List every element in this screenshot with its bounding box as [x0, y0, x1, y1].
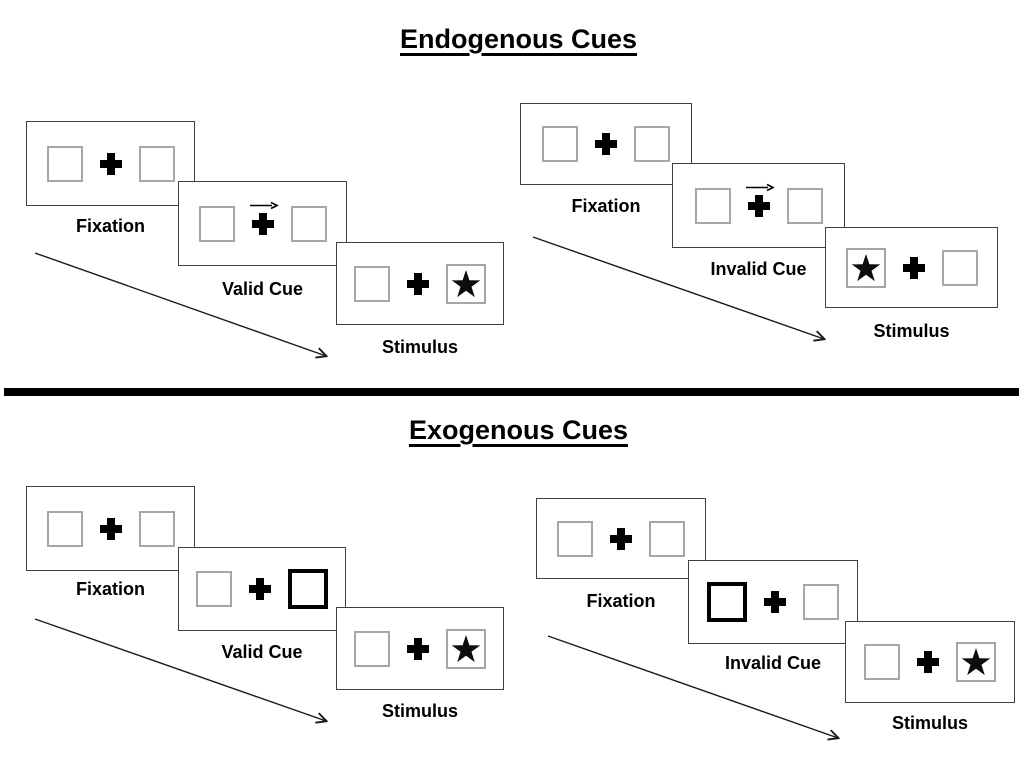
sequence-arrow-exogenous-valid — [34, 618, 326, 721]
stimulus-card — [845, 621, 1015, 703]
fixation-cross-icon — [747, 194, 770, 217]
cue-card — [672, 163, 845, 248]
stimulus-card — [336, 242, 504, 325]
fixation-label: Fixation — [75, 579, 145, 599]
right-placeholder-box — [138, 510, 175, 547]
left-placeholder-box — [542, 126, 578, 162]
fixation-card — [26, 121, 195, 206]
sequence-arrow-endogenous-invalid — [532, 236, 824, 339]
section-title-exogenous-text: Exogenous Cues — [408, 415, 629, 445]
star-icon — [451, 634, 481, 662]
cue-highlight-box — [288, 569, 328, 609]
fixation-cross-icon — [251, 212, 274, 235]
left-placeholder-box — [196, 571, 232, 607]
star-icon — [851, 253, 880, 281]
fixation-cross-icon — [917, 651, 939, 673]
star-icon — [961, 648, 991, 676]
fixation-label: Fixation — [586, 591, 656, 611]
section-divider — [4, 388, 1019, 396]
fixation-card — [520, 103, 692, 185]
fixation-card — [536, 498, 706, 579]
fixation-cross-icon — [902, 256, 925, 279]
cue-label: Invalid Cue — [724, 653, 822, 673]
fixation-cross-icon — [99, 517, 122, 540]
cue-label: Valid Cue — [221, 642, 303, 662]
star-icon — [451, 269, 481, 297]
target-box — [845, 247, 886, 288]
right-placeholder-box — [138, 145, 175, 182]
cue-card — [688, 560, 858, 644]
right-placeholder-box — [803, 584, 839, 620]
fixation-cross-icon — [764, 591, 786, 613]
cue-label: Valid Cue — [221, 279, 304, 299]
right-placeholder-box — [290, 205, 327, 242]
right-placeholder-box — [634, 126, 670, 162]
stimulus-card — [336, 607, 504, 690]
target-box — [956, 642, 996, 682]
left-placeholder-box — [354, 265, 390, 302]
stimulus-card — [825, 227, 998, 308]
cue-card — [178, 181, 347, 266]
fixation-card — [26, 486, 195, 571]
cue-cross-group — [249, 201, 279, 235]
cue-card — [178, 547, 346, 631]
left-placeholder-box — [694, 187, 731, 224]
right-placeholder-box — [786, 187, 823, 224]
fixation-cross-icon — [99, 152, 122, 175]
stimulus-label: Stimulus — [381, 701, 458, 721]
stimulus-label: Stimulus — [873, 321, 950, 341]
left-placeholder-box — [864, 644, 900, 680]
fixation-label: Fixation — [75, 216, 145, 236]
right-placeholder-box — [649, 520, 685, 557]
left-placeholder-box — [354, 630, 390, 667]
cue-label: Invalid Cue — [710, 259, 807, 279]
fixation-cross-icon — [595, 133, 617, 155]
section-title-endogenous: Endogenous Cues — [0, 24, 1023, 55]
stimulus-label: Stimulus — [891, 713, 968, 733]
fixation-cross-icon — [249, 578, 271, 600]
fixation-label: Fixation — [571, 196, 641, 216]
fixation-cross-icon — [610, 527, 632, 550]
cue-arrow-right-icon — [249, 201, 279, 209]
cue-cross-group — [745, 183, 775, 217]
left-placeholder-box — [46, 510, 83, 547]
left-placeholder-box — [198, 205, 235, 242]
right-placeholder-box — [941, 249, 978, 286]
left-placeholder-box — [46, 145, 83, 182]
section-title-exogenous: Exogenous Cues — [0, 415, 1023, 446]
cue-arrow-right-icon — [745, 183, 775, 191]
fixation-cross-icon — [407, 637, 429, 660]
stimulus-label: Stimulus — [381, 337, 458, 357]
left-placeholder-box — [557, 520, 593, 557]
section-title-endogenous-text: Endogenous Cues — [399, 24, 637, 54]
target-box — [446, 263, 486, 304]
sequence-arrow-endogenous-valid — [34, 252, 326, 356]
cue-highlight-box — [707, 582, 747, 622]
target-box — [446, 628, 486, 669]
fixation-cross-icon — [407, 272, 429, 295]
